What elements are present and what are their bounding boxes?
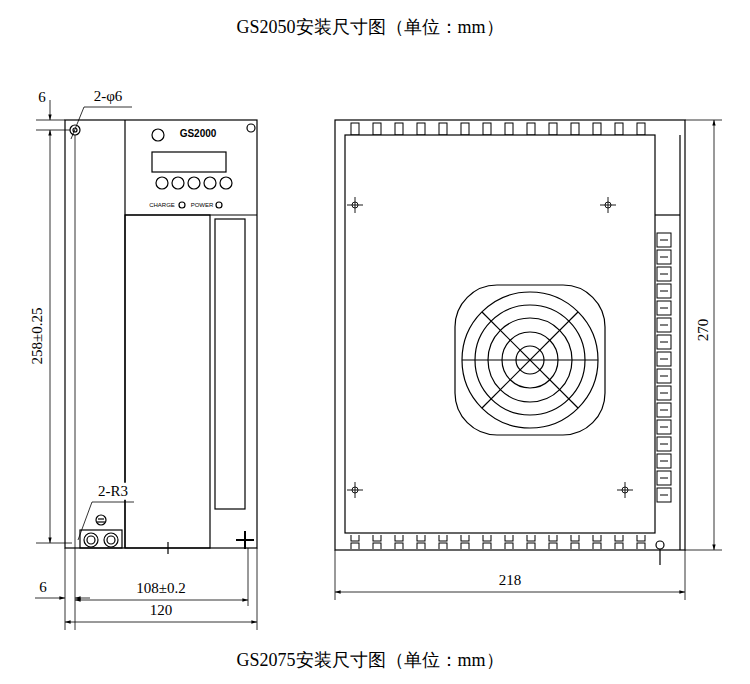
dimension-label: 6 [38, 579, 48, 596]
hole-callout: 2-φ6 [93, 88, 124, 105]
dimension-label: 270 [695, 318, 712, 343]
brand-mark: GS2000 [179, 128, 218, 139]
dimension-label: 218 [498, 572, 523, 589]
dimension-label: 120 [149, 602, 174, 619]
drawing-title: GS2050安装尺寸图（单位：mm） [235, 18, 504, 38]
dimension-label: 258±0.25 [29, 307, 46, 366]
indicator-label: CHARGE [148, 202, 176, 209]
drawing-caption: GS2075安装尺寸图（单位：mm） [235, 651, 504, 671]
dimension-label: 6 [37, 89, 47, 106]
indicator-label: POWER [190, 202, 215, 209]
corner-callout: 2-R3 [97, 483, 129, 500]
dimension-label: 108±0.2 [135, 580, 186, 597]
